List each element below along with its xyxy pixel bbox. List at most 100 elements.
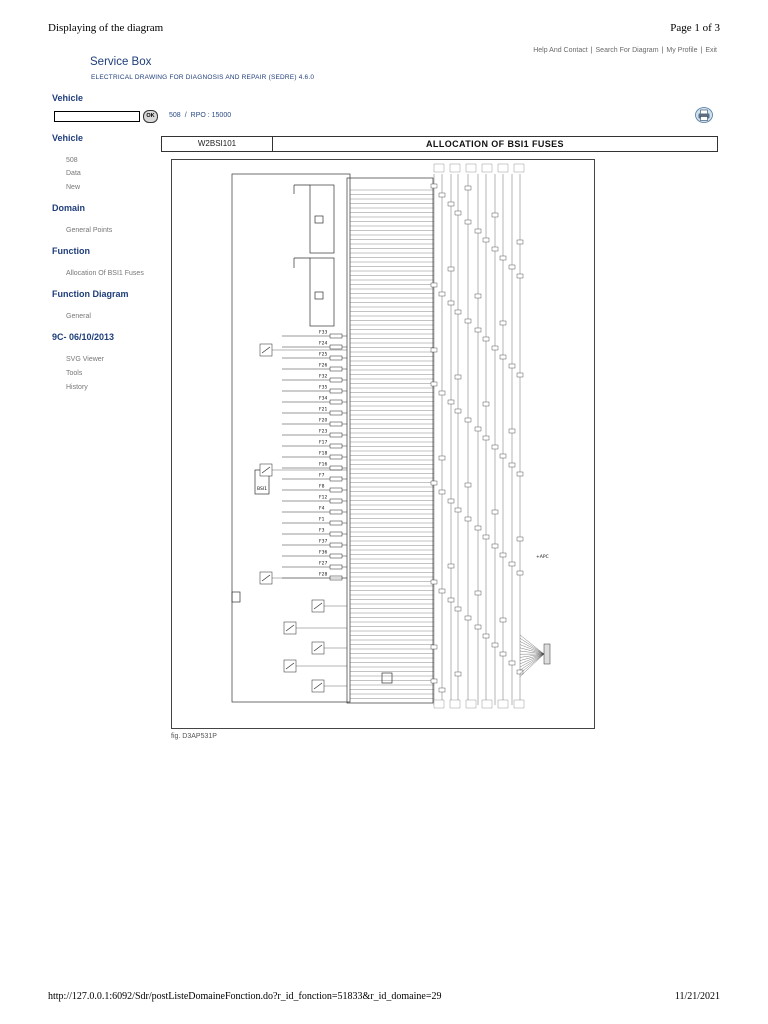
connector-pin	[516, 273, 524, 279]
sidebar-item-data[interactable]: Data	[66, 170, 81, 177]
sidebar-item-new[interactable]: New	[66, 184, 81, 191]
footer-block	[497, 699, 509, 709]
fuse-label: F26	[319, 363, 327, 369]
connector-pin	[454, 507, 462, 513]
connector-pin	[491, 642, 499, 648]
brand-title[interactable]: Service Box	[90, 56, 152, 68]
ground-wire	[519, 634, 545, 655]
connector-pin	[447, 201, 455, 207]
fuse-symbol	[329, 366, 343, 372]
connector-pin	[516, 471, 524, 477]
ground-wire	[519, 638, 545, 655]
connector-pin	[438, 192, 446, 198]
apc-label: +APC	[536, 554, 549, 560]
sidebar-item-tools[interactable]: Tools	[66, 370, 83, 377]
fuse-label: F8	[319, 484, 325, 490]
sidebar-item-history[interactable]: History	[66, 384, 88, 391]
ground-connector	[543, 643, 551, 665]
vehicle-search-input[interactable]	[54, 111, 140, 122]
fuse-symbol	[329, 443, 343, 449]
sidebar-item-general[interactable]: General	[66, 313, 91, 320]
sidebar-item-general-points[interactable]: General Points	[66, 227, 113, 234]
print-footer-date: 11/21/2021	[674, 991, 720, 1002]
connector-pin	[516, 536, 524, 542]
link-separator: |	[661, 47, 664, 54]
footer-block	[513, 699, 525, 709]
relay-contact	[261, 466, 271, 474]
footer-block	[481, 699, 493, 709]
fuse-label: F37	[319, 539, 327, 545]
sidebar-heading-domain: Domain	[52, 203, 86, 213]
diagram-title-bar: W2BSI101 ALLOCATION OF BSI1 FUSES	[161, 136, 718, 152]
fuse-label: F36	[319, 550, 327, 556]
print-header: Displaying of the diagram Page 1 of 3	[48, 22, 720, 36]
sidebar-item-508[interactable]: 508	[66, 157, 78, 164]
footer-block	[433, 699, 445, 709]
exit-link[interactable]: Exit	[705, 47, 717, 54]
connector-pin	[491, 509, 499, 515]
connector-pin	[454, 606, 462, 612]
sidebar-heading-function-diagram: Function Diagram	[52, 289, 129, 299]
link-separator: |	[700, 47, 703, 54]
connector-pin	[454, 408, 462, 414]
fuse-symbol	[329, 333, 343, 339]
fuse-symbol	[329, 388, 343, 394]
fuse-label: F7	[319, 473, 325, 479]
sidebar-item-svg-viewer[interactable]: SVG Viewer	[66, 356, 104, 363]
connector-pin	[516, 239, 524, 245]
connector-pin	[438, 390, 446, 396]
connector-pin	[474, 327, 482, 333]
connector-pin	[430, 480, 438, 486]
ground-wire	[519, 653, 545, 677]
sidebar-item-allocation-bsi1-fuses[interactable]: Allocation Of BSI1 Fuses	[66, 270, 144, 277]
vehicle-heading: Vehicle	[52, 93, 84, 103]
fuse-label: F32	[319, 374, 327, 380]
ground-wire	[519, 650, 545, 655]
connector-pin	[482, 336, 490, 342]
connector-pin	[482, 534, 490, 540]
fuse-symbol	[329, 421, 343, 427]
ground-wire	[519, 647, 545, 655]
relay-contact	[285, 662, 295, 670]
sidebar-heading-version: 9C- 06/10/2013	[52, 332, 115, 342]
fuse-label: F23	[319, 429, 327, 435]
connector-pin	[430, 579, 438, 585]
breadcrumb-model[interactable]: 508	[169, 112, 181, 119]
fuse-label: F12	[319, 495, 327, 501]
connector-pin	[482, 237, 490, 243]
connector-pin	[516, 570, 524, 576]
print-footer: http://127.0.0.1:6092/Sdr/postListeDomai…	[48, 991, 720, 1005]
breadcrumb: 508/RPO : 15000	[169, 112, 231, 119]
printer-icon[interactable]	[695, 107, 713, 123]
fuse-label: F20	[319, 418, 327, 424]
connector-pin	[438, 489, 446, 495]
connector-pin	[499, 552, 507, 558]
connector-pin	[464, 516, 472, 522]
connector-pin	[499, 617, 507, 623]
link-separator: |	[590, 47, 593, 54]
relay-contact	[313, 682, 323, 690]
footer-block	[449, 699, 461, 709]
connector-pin	[491, 246, 499, 252]
connector-pin	[438, 291, 446, 297]
relay-contact	[285, 624, 295, 632]
my-profile-link[interactable]: My Profile	[666, 47, 698, 54]
help-contact-link[interactable]: Help And Contact	[533, 47, 588, 54]
connector-pin	[447, 563, 455, 569]
connector-pin	[491, 345, 499, 351]
fuse-label: F34	[319, 396, 327, 402]
connector-pin	[464, 318, 472, 324]
connector-pin	[454, 374, 462, 380]
search-diagram-link[interactable]: Search For Diagram	[595, 47, 659, 54]
ok-button[interactable]: OK	[143, 110, 158, 123]
connector-pin	[499, 651, 507, 657]
print-header-title: Displaying of the diagram	[48, 22, 164, 34]
connector-pin	[447, 399, 455, 405]
connector-pin	[438, 687, 446, 693]
fuse-symbol	[329, 520, 343, 526]
connector-pin	[454, 210, 462, 216]
connector-pin	[508, 561, 516, 567]
figure-caption: fig. D3AP531P	[171, 733, 217, 740]
footer-block	[465, 699, 477, 709]
